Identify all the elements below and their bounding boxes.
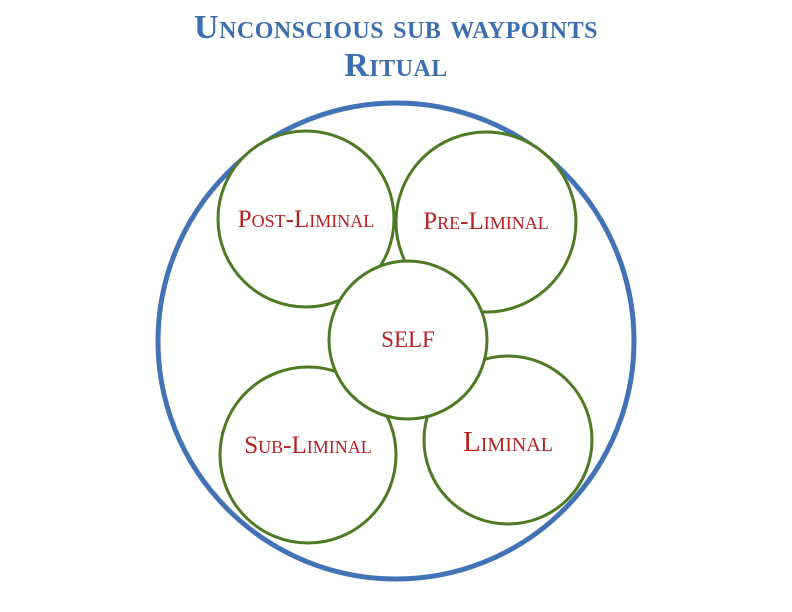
liminal-label: Liminal (463, 426, 553, 458)
node-self: SELF (327, 259, 489, 421)
diagram-title: Unconscious sub waypoints (194, 9, 598, 46)
self-circle (327, 259, 489, 421)
post-liminal-label: Post-Liminal (238, 206, 375, 233)
self-label: SELF (381, 327, 435, 352)
node-post-liminal: Post-Liminal (216, 129, 396, 309)
sub-liminal-label: Sub-Liminal (244, 432, 372, 459)
outer-boundary-circle (155, 100, 637, 582)
node-sub-liminal: Sub-Liminal (218, 365, 398, 545)
diagram-subtitle: Ritual (344, 47, 448, 84)
node-liminal: Liminal (422, 354, 594, 526)
post-liminal-circle (216, 129, 396, 309)
pre-liminal-label: Pre-Liminal (423, 208, 549, 235)
liminal-circle (422, 354, 594, 526)
sub-liminal-circle (218, 365, 398, 545)
